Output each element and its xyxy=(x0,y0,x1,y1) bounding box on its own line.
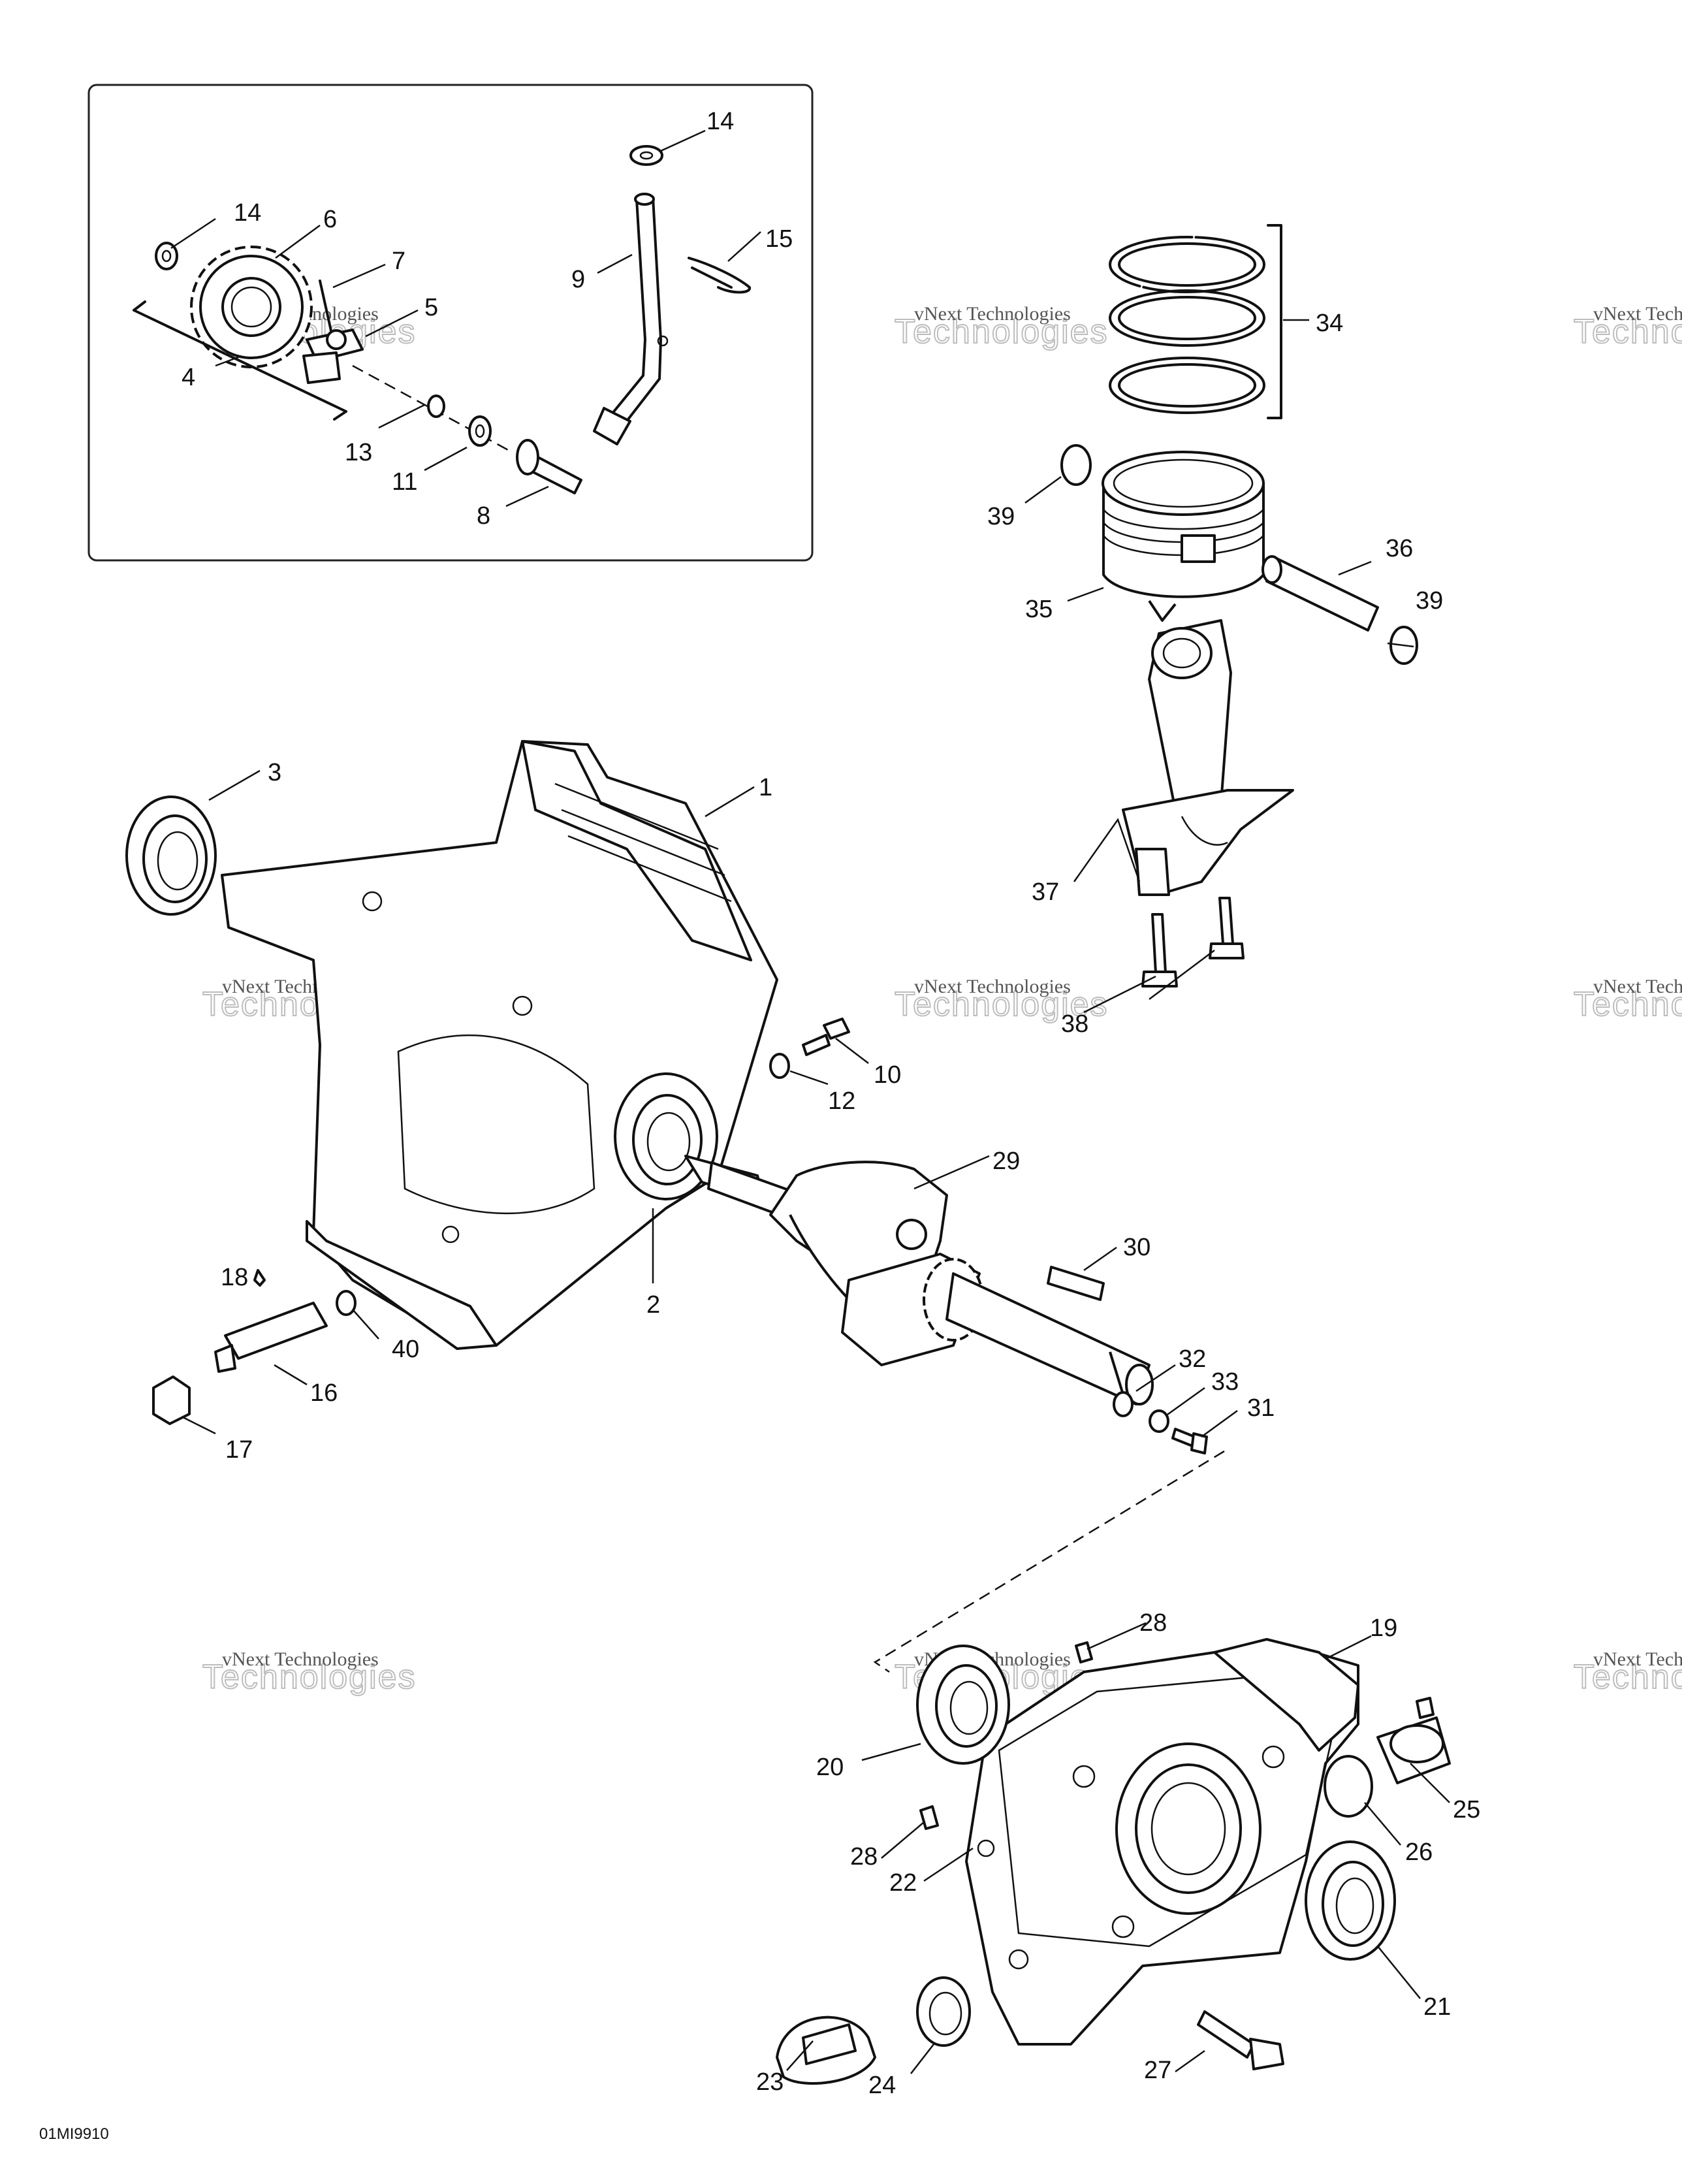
callout-21: 21 xyxy=(1423,1993,1451,2021)
oil-seal-21 xyxy=(1305,1840,1396,1961)
connecting-rod xyxy=(1122,619,1294,988)
svg-text:vNext Technologies: vNext Technologies xyxy=(914,976,1071,997)
callout-13: 13 xyxy=(345,439,372,466)
governor-gear-assembly xyxy=(133,242,582,494)
callout-15: 15 xyxy=(765,225,793,253)
svg-text:Technologies: Technologies xyxy=(202,1658,417,1696)
callout-33: 33 xyxy=(1211,1368,1239,1396)
callout-39: 39 xyxy=(987,503,1015,530)
callout-11: 11 xyxy=(392,468,417,496)
callout-labels: 14 6 7 5 4 13 11 8 14 9 15 34 39 35 36 3… xyxy=(182,108,1480,2099)
svg-text:vNext Technologies: vNext Technologies xyxy=(914,303,1071,325)
callout-34: 34 xyxy=(1316,310,1343,337)
callout-32: 32 xyxy=(1179,1345,1206,1373)
watermark: Technologies vNext Technologies xyxy=(202,1648,417,1697)
cover-bolt xyxy=(1197,2010,1284,2070)
callout-18: 18 xyxy=(221,1264,248,1291)
callout-7: 7 xyxy=(392,248,405,275)
callout-27: 27 xyxy=(1144,2057,1171,2084)
crankcase-bolt-and-washer xyxy=(769,1018,850,1079)
callout-28-lower: 28 xyxy=(850,1843,878,1871)
callout-22: 22 xyxy=(889,1869,917,1897)
callout-20: 20 xyxy=(816,1754,844,1781)
callout-16: 16 xyxy=(310,1379,338,1407)
callout-35: 35 xyxy=(1025,596,1053,623)
callout-24: 24 xyxy=(868,2072,896,2099)
callout-14-top: 14 xyxy=(706,108,734,135)
svg-text:vNext Technologies: vNext Technologies xyxy=(1593,1648,1682,1670)
governor-arm-assembly xyxy=(593,145,751,445)
callout-14: 14 xyxy=(234,199,261,227)
cover-bearing-20 xyxy=(916,1645,1010,1765)
callout-39-right: 39 xyxy=(1416,587,1443,615)
svg-text:Technologies: Technologies xyxy=(895,986,1109,1023)
callout-23: 23 xyxy=(756,2068,784,2096)
callout-1: 1 xyxy=(759,774,772,801)
breather-and-gasket xyxy=(1324,1697,1451,1818)
piston-rings xyxy=(1109,224,1282,419)
callout-17: 17 xyxy=(225,1436,253,1464)
callout-19: 19 xyxy=(1370,1614,1397,1642)
svg-text:vNext Technologies: vNext Technologies xyxy=(1593,976,1682,997)
callout-6: 6 xyxy=(323,206,337,233)
callout-10: 10 xyxy=(874,1061,901,1089)
watermark: Technologies vNext Technologies xyxy=(894,303,1109,351)
assembly-axis-line xyxy=(873,1450,1225,1673)
callout-2: 2 xyxy=(646,1291,660,1319)
crankshaft-end-fasteners xyxy=(1113,1391,1208,1454)
piston xyxy=(1102,451,1265,622)
crankcase-cover xyxy=(965,1638,1359,2046)
svg-text:vNext Technologies: vNext Technologies xyxy=(1593,303,1682,325)
callout-30: 30 xyxy=(1123,1234,1150,1261)
watermark: Technologies vNext Technologies xyxy=(1573,976,1682,1024)
inset-frame xyxy=(87,84,814,562)
callout-38: 38 xyxy=(1061,1010,1088,1038)
crankshaft xyxy=(684,1155,1154,1405)
callout-29: 29 xyxy=(992,1148,1020,1175)
callout-36: 36 xyxy=(1386,535,1413,562)
svg-text:Technologies: Technologies xyxy=(1574,986,1682,1023)
svg-text:Technologies: Technologies xyxy=(1574,313,1682,351)
leader-lines xyxy=(170,129,1450,2074)
callout-12: 12 xyxy=(828,1087,855,1115)
callout-37: 37 xyxy=(1032,878,1059,906)
piston-pin-and-clips xyxy=(1060,444,1418,665)
callout-26: 26 xyxy=(1405,1839,1433,1866)
callout-4: 4 xyxy=(182,364,195,391)
drain-plug-assembly xyxy=(152,1269,357,1425)
callout-8: 8 xyxy=(477,502,490,530)
callout-31: 31 xyxy=(1247,1394,1275,1422)
crankcase xyxy=(221,740,778,1350)
callout-28: 28 xyxy=(1139,1609,1167,1637)
drawing-code: 01MI9910 xyxy=(39,2125,109,2143)
woodruff-key xyxy=(1047,1266,1105,1301)
watermark: Technologies vNext Technologies xyxy=(894,976,1109,1024)
callout-3: 3 xyxy=(268,759,281,786)
callout-5: 5 xyxy=(424,294,438,321)
oil-seal-3 xyxy=(125,795,217,916)
svg-text:Technologies: Technologies xyxy=(895,313,1109,351)
oil-filler-cap-and-seal xyxy=(776,1976,971,2085)
svg-text:Technologies: Technologies xyxy=(1574,1658,1682,1696)
watermark: Technologies vNext Technologies xyxy=(1573,303,1682,351)
svg-text:vNext Technologies: vNext Technologies xyxy=(222,1648,379,1670)
callout-25: 25 xyxy=(1453,1796,1480,1823)
callout-40: 40 xyxy=(392,1336,419,1363)
callout-9: 9 xyxy=(571,266,585,293)
watermark: Technologies vNext Technologies xyxy=(1573,1648,1682,1697)
